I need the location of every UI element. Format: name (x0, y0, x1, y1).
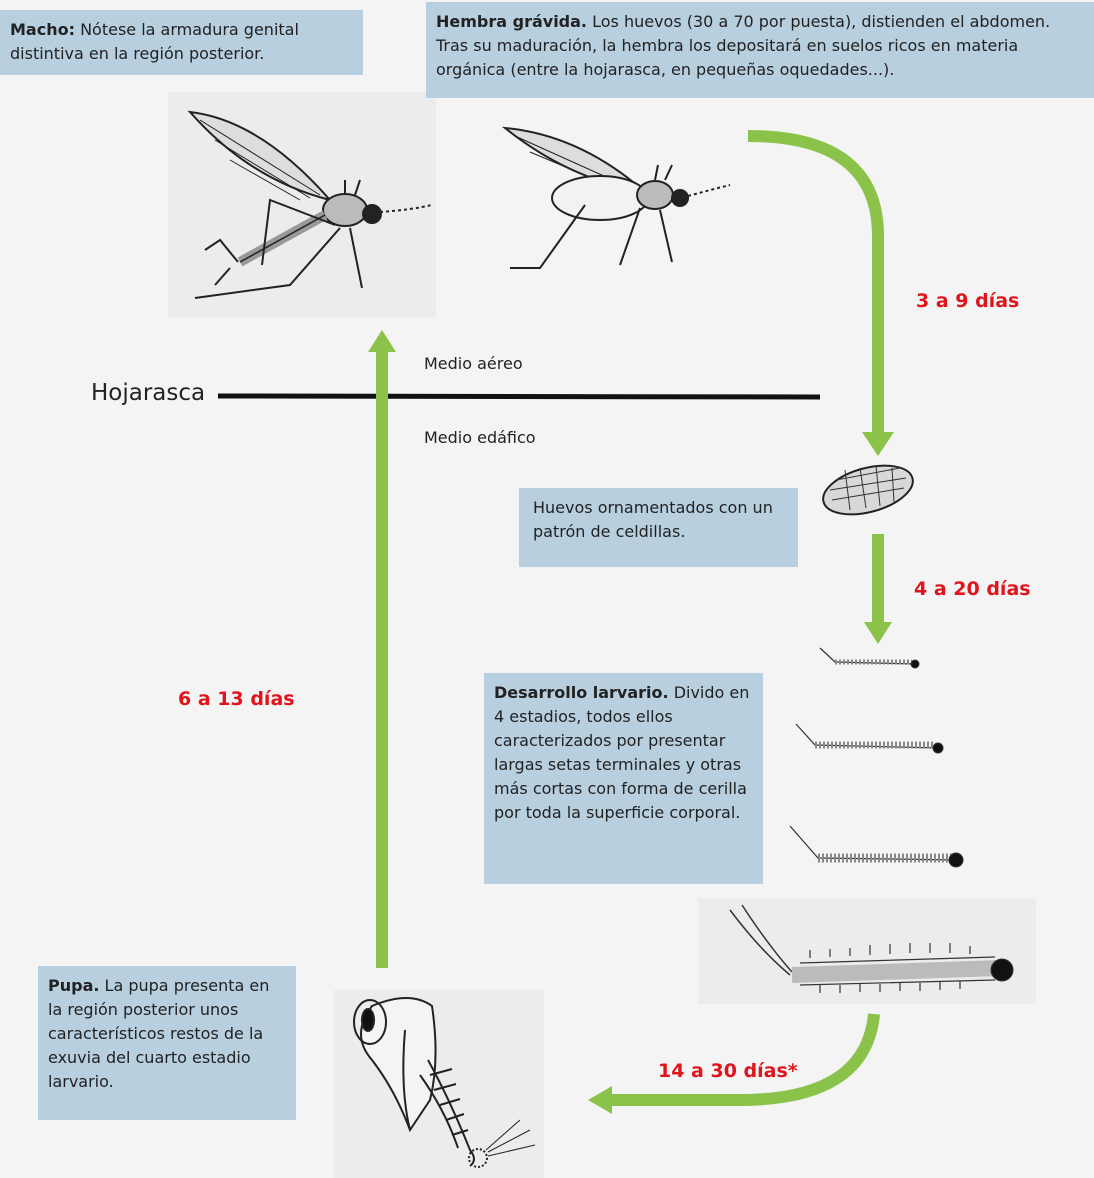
hojarasca-label: Hojarasca (91, 380, 205, 406)
eggs-text: Huevos ornamentados con un patrón de cel… (533, 498, 773, 541)
larva-text: Divido en 4 estadios, todos ellos caract… (494, 683, 749, 822)
pupa-title: Pupa. (48, 976, 99, 995)
arrowhead-pupa (588, 1086, 612, 1114)
larva-stage-1 (820, 648, 919, 668)
pupa-drawing (354, 998, 535, 1167)
female-mosquito-drawing (505, 128, 730, 268)
male-mosquito-drawing (190, 112, 432, 298)
larva-title: Desarrollo larvario. (494, 683, 669, 702)
male-info-box: Macho: Nótese la armadura genital distin… (0, 10, 363, 75)
medio-edafico-label: Medio edáfico (424, 428, 536, 447)
male-title: Macho: (10, 20, 75, 39)
duration-egg-to-larva: 4 a 20 días (914, 578, 1031, 600)
pupa-info-box: Pupa. La pupa presenta en la región post… (38, 966, 296, 1120)
duration-female-to-egg: 3 a 9 días (916, 290, 1019, 312)
female-info-box: Hembra grávida. Los huevos (30 a 70 por … (426, 2, 1094, 98)
arrow-female-to-egg (748, 136, 878, 432)
arrowhead-adult (368, 330, 396, 352)
egg-drawing (818, 457, 918, 523)
arrowhead-larva (864, 622, 892, 644)
medio-aereo-label: Medio aéreo (424, 354, 523, 373)
hojarasca-line (218, 396, 820, 397)
female-title: Hembra grávida. (436, 12, 587, 31)
arrows (382, 136, 878, 1100)
arrow-larva-to-pupa (612, 1014, 874, 1100)
larva-stage-4 (730, 905, 1013, 993)
larva-info-box: Desarrollo larvario. Divido en 4 estadio… (484, 673, 763, 884)
larva-stage-3 (790, 826, 963, 867)
duration-larva-to-pupa: 14 a 30 días* (658, 1060, 798, 1082)
arrowhead-egg (862, 432, 894, 456)
larva-stage-2 (796, 724, 943, 753)
eggs-info-box: Huevos ornamentados con un patrón de cel… (519, 488, 798, 567)
duration-pupa-to-adult: 6 a 13 días (178, 688, 295, 710)
